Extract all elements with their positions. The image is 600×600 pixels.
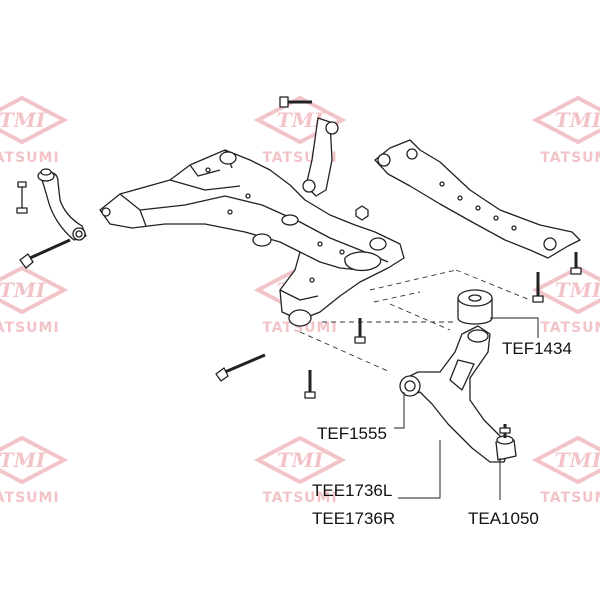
leader-lines [394, 317, 539, 500]
watermark-diamond [531, 435, 600, 485]
assembly-dashed-lines [299, 269, 531, 373]
ball-joint-tea1050 [495, 424, 517, 461]
watermark-diamond [0, 95, 69, 145]
label-tea1050: TEA1050 [468, 509, 539, 528]
watermark-logo: TMI TATSUMI [531, 435, 600, 506]
watermark-brand-text: TATSUMI [540, 320, 600, 336]
watermark-logo-text: TMI [277, 448, 324, 472]
watermark-brand-text: TATSUMI [540, 150, 600, 166]
watermark-logo-text: TMI [555, 448, 600, 472]
crossmember-bracket [374, 139, 582, 303]
label-tee1736l: TEE1736L [312, 481, 392, 500]
watermark-logo-text: TMI [0, 448, 46, 472]
watermark-logo: TMI TATSUMI [0, 265, 69, 336]
watermark-brand-text: TATSUMI [0, 490, 60, 506]
bushing-tef1434 [457, 289, 493, 325]
watermark-logo: TMI TATSUMI [0, 95, 69, 166]
watermark-brand-text: TATSUMI [0, 150, 60, 166]
bushing-tef1555 [399, 375, 421, 397]
watermark-brand-text: TATSUMI [540, 490, 600, 506]
control-arm-tee1736 [401, 325, 511, 463]
watermark-diamond [531, 265, 600, 315]
watermark-logo: TMI TATSUMI [531, 265, 600, 336]
subframe [99, 149, 405, 327]
watermark-diamond [253, 435, 347, 485]
watermark-logo: TMI TATSUMI [531, 95, 600, 166]
watermark-brand-text: TATSUMI [262, 320, 337, 336]
watermark-logo-text: TMI [555, 278, 600, 302]
watermark-diamond [0, 435, 69, 485]
watermark-diamond [0, 265, 69, 315]
watermark-logo: TMI TATSUMI [253, 435, 347, 506]
stabilizer-link-left [16, 168, 87, 269]
watermark-brand-text: TATSUMI [262, 490, 337, 506]
watermark-brand-text: TATSUMI [0, 320, 60, 336]
label-tef1434: TEF1434 [502, 339, 572, 358]
label-tee1736r: TEE1736R [312, 509, 395, 528]
watermark-logo: TMI TATSUMI [0, 435, 69, 506]
watermark-logo-text: TMI [0, 108, 46, 132]
upper-link [279, 96, 339, 197]
watermark-diamond [531, 95, 600, 145]
watermark-logo-text: TMI [555, 108, 600, 132]
label-tef1555: TEF1555 [317, 424, 387, 443]
watermark-logo-text: TMI [0, 278, 46, 302]
parts-drawing [16, 96, 582, 463]
